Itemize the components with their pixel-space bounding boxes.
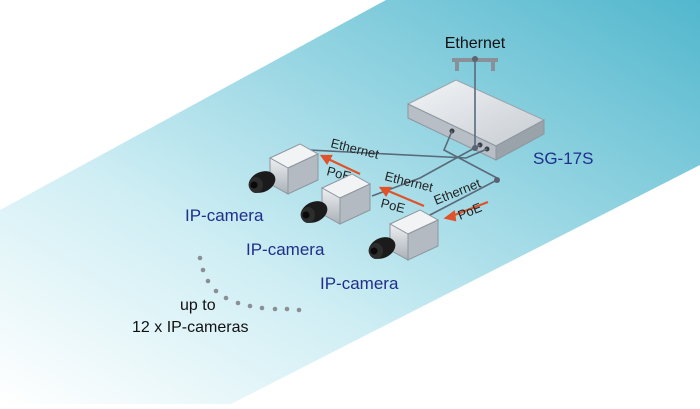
junction-dot [494, 177, 500, 183]
dotted-continuation [197, 255, 302, 313]
camera1-label: IP-camera [185, 206, 264, 225]
camera2-label: IP-camera [246, 240, 325, 259]
ip-camera-icon [368, 209, 440, 261]
uplink-port-dot [472, 145, 478, 151]
ip-camera-icon [300, 173, 372, 225]
upto-line2: 12 x IP-cameras [132, 319, 248, 336]
upto-line1: up to [180, 297, 216, 314]
poe-arrow-icon [319, 154, 489, 222]
camera3-label: IP-camera [320, 274, 399, 293]
ip-camera-icon [248, 143, 320, 195]
ethernet-top-label: Ethernet [445, 35, 506, 52]
device-label: SG-17S [533, 149, 593, 168]
cam2-poe-label: PoE [379, 195, 407, 216]
